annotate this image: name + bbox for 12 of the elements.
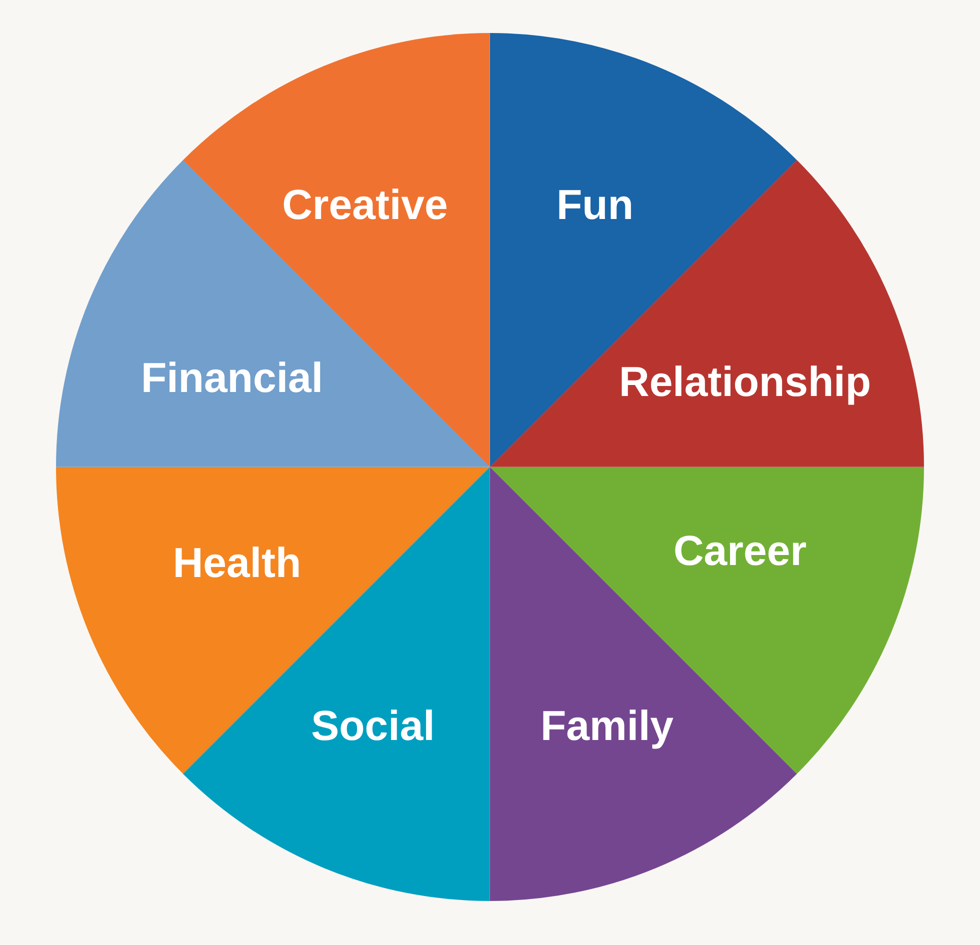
segment-label: Financial — [140, 354, 324, 402]
segment-label: Family — [540, 702, 674, 750]
segment-label: Relationship — [618, 358, 872, 406]
segment-label: Creative — [282, 182, 448, 228]
wheel-segment — [56, 160, 490, 467]
wheel-segment — [56, 467, 490, 774]
wheel-segment — [490, 467, 924, 774]
wheel-segment — [490, 160, 924, 467]
segment-label: Career — [673, 528, 807, 574]
segment-label: Fun — [556, 182, 634, 228]
segment-label: Health — [172, 540, 302, 586]
segment-label: Social — [311, 702, 435, 750]
